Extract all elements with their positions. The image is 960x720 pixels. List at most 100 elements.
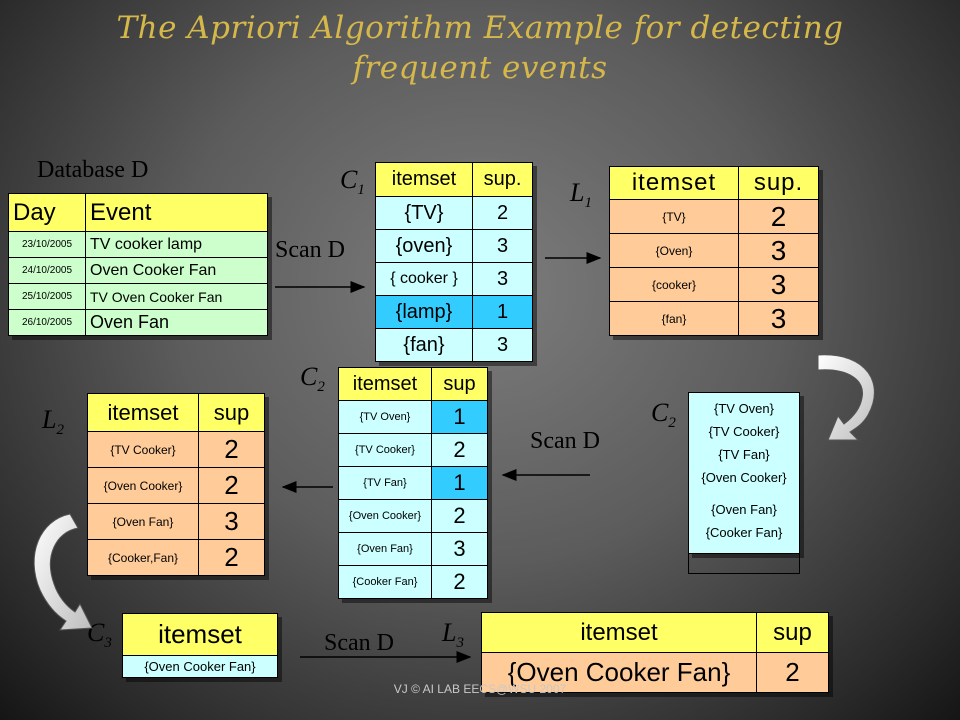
c1-table: itemset sup. {TV} 2 {oven} 3 { cooker } … — [375, 162, 533, 362]
c3-table: itemset {Oven Cooker Fan} — [122, 613, 278, 678]
curved-arrow-l1-to-c2 — [817, 354, 875, 441]
table-row: 26/10/2005 Oven Fan — [8, 309, 268, 336]
l2-label: L2 — [42, 405, 64, 439]
l3-label: L3 — [442, 618, 464, 652]
db-event: Oven Fan — [85, 309, 268, 336]
l1-sup: 2 — [738, 199, 819, 234]
c1-sup: 3 — [472, 262, 533, 296]
curved-arrow-l2-to-c3 — [33, 513, 93, 631]
table-row: {fan} 3 — [609, 301, 819, 336]
c2-candidate-list: {TV Oven} {TV Cooker} {TV Fan} {Oven Coo… — [688, 392, 800, 554]
database-table: Day Event 23/10/2005 TV cooker lamp 24/1… — [8, 193, 268, 336]
l3-header-sup: sup — [756, 612, 829, 653]
c2-sup: 2 — [431, 565, 488, 599]
table-row: {cooker} 3 — [609, 267, 819, 302]
c1-sup: 2 — [472, 196, 533, 230]
c2-list-label: C2 — [651, 398, 676, 432]
c1-sup: 3 — [472, 328, 533, 362]
c2-list-footer-box — [688, 553, 800, 574]
l1-label: L1 — [570, 178, 592, 212]
c1-label: C1 — [340, 165, 365, 199]
l2-sup: 2 — [198, 431, 265, 468]
c2-itemset: {TV Cooker} — [338, 433, 432, 467]
c3-itemset: {Oven Cooker Fan} — [122, 655, 278, 678]
l2-table: itemset sup {TV Cooker} 2 {Oven Cooker} … — [87, 393, 265, 576]
l3-itemset: {Oven Cooker Fan} — [481, 652, 757, 693]
scan-label-3: Scan D — [324, 630, 394, 656]
table-row: { cooker } 3 — [375, 262, 533, 296]
list-item: {Cooker Fan} — [705, 525, 783, 540]
table-row: {TV Cooker} 2 — [338, 433, 488, 467]
l1-table: itemset sup. {TV} 2 {Oven} 3 {cooker} 3 … — [609, 166, 819, 336]
c2-sup: 3 — [431, 532, 488, 566]
l2-itemset: {Oven Cooker} — [87, 467, 199, 504]
table-row: 24/10/2005 Oven Cooker Fan — [8, 257, 268, 284]
table-row: {Oven Fan} 3 — [87, 503, 265, 540]
slide-title: The Apriori Algorithm Example for detect… — [0, 8, 960, 88]
l1-sup: 3 — [738, 301, 819, 336]
scan-label-1: Scan D — [275, 237, 345, 263]
c3-label: C3 — [87, 618, 112, 652]
table-row: {fan} 3 — [375, 328, 533, 362]
title-line-2: frequent events — [352, 50, 608, 86]
db-day: 26/10/2005 — [8, 309, 86, 336]
c2-header-itemset: itemset — [338, 367, 432, 401]
database-label: Database D — [37, 157, 149, 183]
l3-table: itemset sup {Oven Cooker Fan} 2 — [481, 612, 829, 693]
l2-sup: 3 — [198, 503, 265, 540]
c1-sup: 1 — [472, 295, 533, 329]
list-item: {TV Fan} — [718, 447, 770, 462]
l3-header-itemset: itemset — [481, 612, 757, 653]
table-row: {Oven Cooker} 2 — [87, 467, 265, 504]
c2-sup: 2 — [431, 433, 488, 467]
db-event: TV Oven Cooker Fan — [85, 283, 268, 310]
l1-itemset: {TV} — [609, 199, 739, 234]
table-row: {Oven Cooker Fan} — [122, 655, 278, 678]
list-item: {Oven Fan} — [711, 502, 777, 517]
table-row: {Oven Cooker Fan} 2 — [481, 652, 829, 693]
l2-header-sup: sup — [198, 393, 265, 432]
list-item: {Oven Cooker} — [701, 470, 787, 485]
l2-sup: 2 — [198, 539, 265, 576]
scan-label-2: Scan D — [530, 428, 600, 454]
c2-header-sup: sup — [431, 367, 488, 401]
l1-itemset: {fan} — [609, 301, 739, 336]
c2-label: C2 — [300, 362, 325, 396]
c3-header-itemset: itemset — [122, 613, 278, 656]
db-header-event: Event — [85, 193, 268, 232]
c2-itemset: {Cooker Fan} — [338, 565, 432, 599]
list-item: {TV Oven} — [714, 401, 774, 416]
table-row: {TV} 2 — [375, 196, 533, 230]
db-day: 24/10/2005 — [8, 257, 86, 284]
table-row: {TV Fan} 1 — [338, 466, 488, 500]
c2-table: itemset sup {TV Oven} 1 {TV Cooker} 2 {T… — [338, 367, 488, 599]
db-header-day: Day — [8, 193, 86, 232]
table-row: {TV} 2 — [609, 199, 819, 234]
table-row: {Cooker,Fan} 2 — [87, 539, 265, 576]
db-day: 23/10/2005 — [8, 231, 86, 258]
table-row-highlighted: {lamp} 1 — [375, 295, 533, 329]
l2-itemset: {Cooker,Fan} — [87, 539, 199, 576]
l1-itemset: {Oven} — [609, 233, 739, 268]
c1-itemset: {lamp} — [375, 295, 473, 329]
c2-sup: 1 — [431, 400, 488, 434]
c1-itemset: { cooker } — [375, 262, 473, 296]
c2-sup: 1 — [431, 466, 488, 500]
table-row: {Cooker Fan} 2 — [338, 565, 488, 599]
table-row: {Oven} 3 — [609, 233, 819, 268]
table-row: 25/10/2005 TV Oven Cooker Fan — [8, 283, 268, 310]
l3-sup: 2 — [756, 652, 829, 693]
title-line-1: The Apriori Algorithm Example for detect… — [116, 10, 844, 46]
l1-header-sup: sup. — [738, 166, 819, 200]
db-event: Oven Cooker Fan — [85, 257, 268, 284]
l2-header-itemset: itemset — [87, 393, 199, 432]
c2-itemset: {TV Fan} — [338, 466, 432, 500]
c1-sup: 3 — [472, 229, 533, 263]
table-row: {TV Oven} 1 — [338, 400, 488, 434]
l1-sup: 3 — [738, 267, 819, 302]
table-row: {oven} 3 — [375, 229, 533, 263]
c1-itemset: {oven} — [375, 229, 473, 263]
list-item: {TV Cooker} — [708, 424, 780, 439]
c1-itemset: {fan} — [375, 328, 473, 362]
